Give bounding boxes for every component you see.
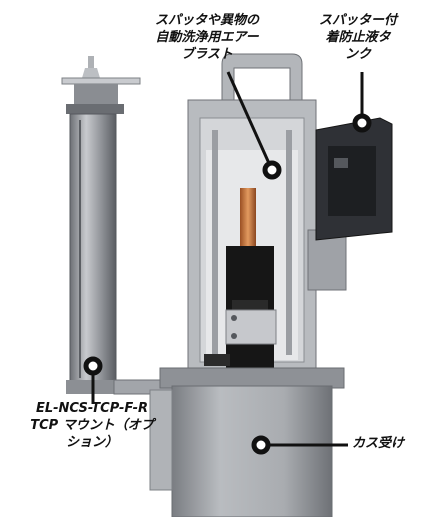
dust-catcher-top (159, 367, 345, 389)
tcp-mount-label-line: EL-NCS-TCP-F-R (35, 401, 149, 416)
callout-dot-dust-catcher (251, 435, 271, 455)
side-fitting (307, 229, 347, 291)
spatter-tank-label: スパッター付 着防止液タ ンク (304, 12, 412, 63)
spatter-tank-front (328, 146, 376, 216)
air-valve (204, 354, 230, 366)
rail-right (286, 130, 292, 355)
tank-detail (334, 158, 348, 168)
mount-plate (61, 77, 141, 85)
air-blast-label: スパッタや異物の 自動洗浄用エアー ブラスト (112, 12, 302, 63)
mount-collar (66, 104, 124, 114)
callout-dot-spatter-tank (352, 113, 372, 133)
spatter-tank-label-line: 着防止液タ (325, 30, 391, 45)
spatter-tank-label-line: ンク (344, 47, 371, 62)
air-blast-label-line: 自動洗浄用エアー (155, 30, 259, 45)
rail-left (212, 130, 218, 355)
air-blast-label-line: ブラスト (181, 47, 233, 62)
bracket-hole (231, 333, 237, 339)
spatter-tank-label-line: スパッター付 (318, 13, 397, 28)
mount-tube (69, 113, 117, 383)
mount-clamp (74, 84, 118, 106)
callout-line-air-blast (226, 71, 274, 171)
tcp-mount-label-line: ション） (65, 435, 118, 450)
tcp-mount-label-line: TCP マウント（オプ (30, 418, 154, 433)
mount-tip (88, 56, 94, 68)
tcp-mount-column (61, 56, 181, 395)
bracket-hole (231, 315, 237, 321)
tcp-mount-label: EL-NCS-TCP-F-R TCP マウント（オプ ション） (18, 400, 166, 451)
air-blast-label-line: スパッタや異物の (154, 13, 259, 28)
dust-catcher-label: カス受け (352, 436, 405, 451)
callout-dot-air-blast (262, 160, 282, 180)
dust-catcher-side (149, 389, 173, 491)
motor-band (232, 300, 268, 312)
copper-nozzle (240, 188, 256, 246)
mount-base-block (66, 380, 124, 394)
mount-cap (82, 68, 100, 78)
callout-dot-tcp-mount (83, 356, 103, 376)
callouts (83, 71, 372, 455)
dust-catcher-body (171, 385, 333, 517)
cleaning-station (149, 53, 393, 517)
